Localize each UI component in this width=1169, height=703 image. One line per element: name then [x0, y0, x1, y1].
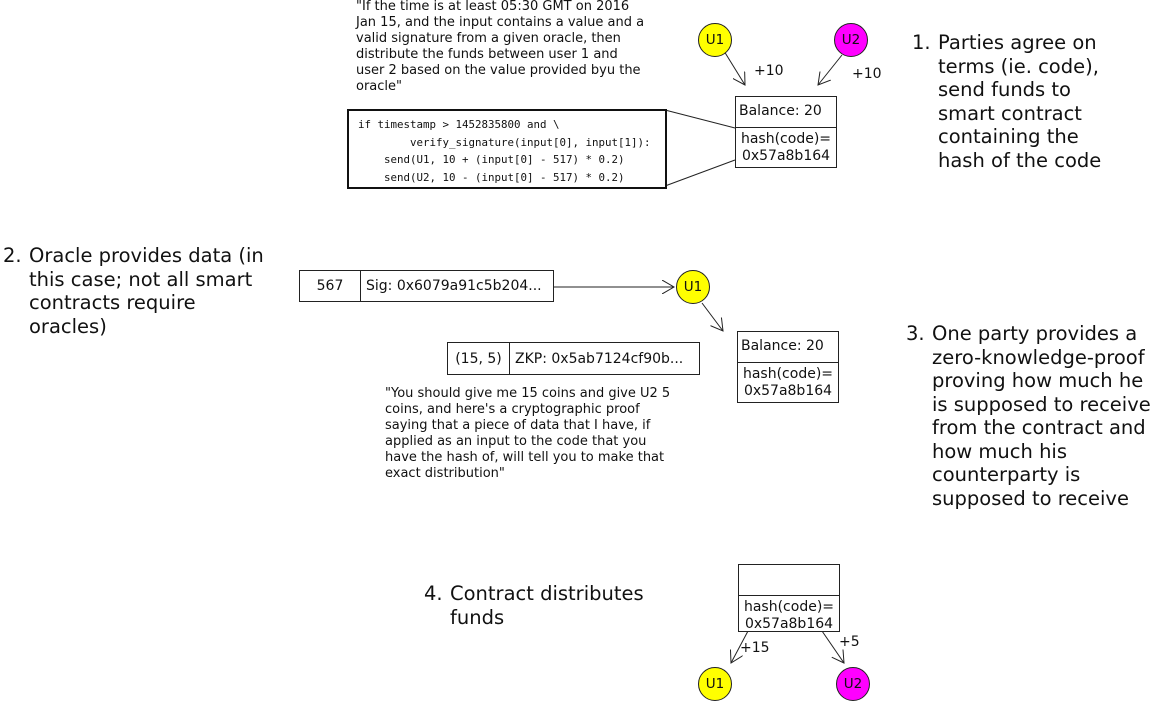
code-block: if timestamp > 1452835800 and \ verify_s… [347, 109, 667, 189]
code-link-top [664, 109, 736, 129]
u2-node-step4: U2 [836, 667, 870, 701]
step2-description: 2. Oracle provides data (in this case; n… [3, 244, 303, 344]
u1-node-step2: U1 [676, 270, 710, 304]
contract-hash: hash(code)= 0x57a8b164 [743, 599, 835, 632]
step4-description: 4. Contract distributes funds [424, 582, 684, 632]
contract-balance-empty [739, 565, 839, 596]
contract-hash: hash(code)= 0x57a8b164 [742, 366, 834, 399]
step3-number: 3. [906, 322, 925, 345]
u2-node-step1: U2 [834, 23, 868, 57]
step4-number: 4. [424, 582, 443, 605]
arrow-u1-to-contract-2 [701, 302, 723, 331]
oracle-value: 567 [300, 271, 361, 301]
contract-box-step1: Balance: 20 hash(code)= 0x57a8b164 [735, 96, 837, 168]
step1-number: 1. [912, 31, 931, 54]
u1-node-step4: U1 [698, 667, 732, 701]
contract-balance: Balance: 20 [736, 97, 836, 128]
u2-amount-step4: +5 [839, 634, 860, 650]
u1-amount-step4: +15 [740, 640, 770, 656]
step2-text: Oracle provides data (in this case; not … [29, 244, 264, 338]
step1-quote: "If the time is at least 05:30 GMT on 20… [356, 0, 645, 94]
contract-box-step3: Balance: 20 hash(code)= 0x57a8b164 [737, 331, 839, 403]
code-link-bottom [664, 159, 736, 187]
u1-amount-step1: +10 [754, 63, 784, 79]
contract-hash: hash(code)= 0x57a8b164 [740, 131, 832, 164]
zkp-box: (15, 5) ZKP: 0x5ab7124cf90b... [447, 342, 700, 375]
arrow-u1-to-contract-1 [723, 50, 745, 85]
step1-description: 1. Parties agree on terms (ie. code), se… [912, 31, 1162, 191]
arrow-u2-to-contract-1 [818, 54, 843, 85]
contract-balance: Balance: 20 [738, 332, 838, 363]
step3-text: One party provides a zero-knowledge-proo… [932, 322, 1151, 510]
contract-box-step4: hash(code)= 0x57a8b164 [738, 564, 840, 632]
oracle-signature: Sig: 0x6079a91c5b204... [366, 278, 542, 294]
oracle-data-box: 567 Sig: 0x6079a91c5b204... [299, 270, 554, 302]
step1-text: Parties agree on terms (ie. code), send … [938, 31, 1102, 172]
step4-text: Contract distributes funds [450, 582, 644, 629]
step2-number: 2. [3, 244, 22, 267]
arrow-contract-to-u1 [731, 630, 749, 663]
u2-amount-step1: +10 [852, 66, 882, 82]
zkp-pair: (15, 5) [448, 343, 510, 374]
step3-description: 3. One party provides a zero-knowledge-p… [906, 322, 1168, 522]
u1-node-step1: U1 [698, 23, 732, 57]
zkp-proof: ZKP: 0x5ab7124cf90b... [515, 350, 684, 367]
step3-quote: "You should give me 15 coins and give U2… [385, 386, 671, 481]
arrow-contract-to-u2 [821, 630, 844, 663]
